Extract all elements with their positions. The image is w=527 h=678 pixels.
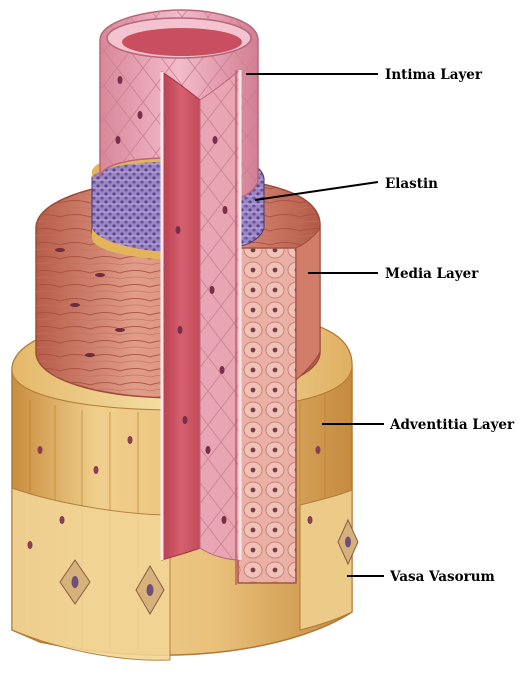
label-elastin: Elastin (385, 176, 438, 192)
label-adventitia-layer: Adventitia Layer (389, 417, 515, 433)
label-intima-layer: Intima Layer (385, 67, 483, 83)
label-media-layer: Media Layer (385, 266, 479, 282)
label-vasa-vasorum: Vasa Vasorum (389, 569, 495, 585)
